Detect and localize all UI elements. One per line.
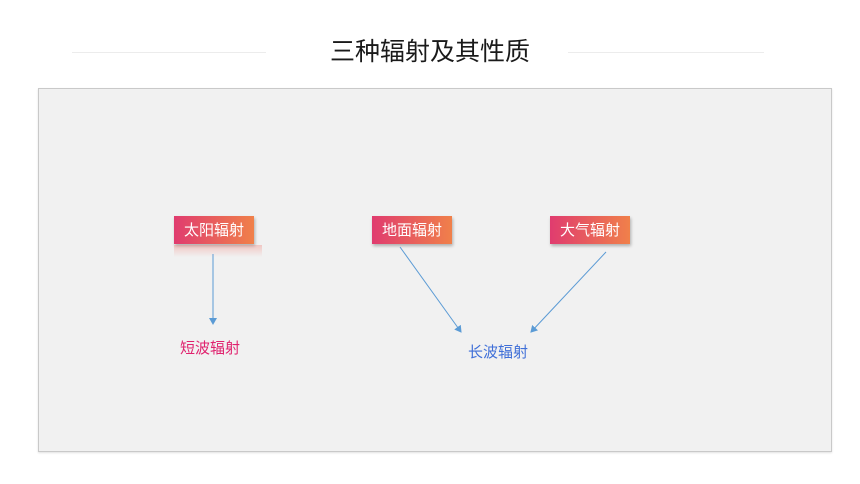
label-long-wave: 长波辐射 [468, 343, 529, 361]
node-solar-reflection [174, 245, 262, 257]
node-atmospheric-radiation: 大气辐射 [550, 216, 631, 244]
title-divider-left [72, 52, 266, 53]
arrow-ground-to-long-wave [399, 246, 462, 333]
diagram-panel [38, 88, 832, 452]
label-short-wave: 短波辐射 [180, 339, 241, 357]
node-solar-radiation: 太阳辐射 [174, 216, 255, 244]
arrow-atmosphere-to-long-wave [530, 251, 607, 333]
node-ground-radiation: 地面辐射 [372, 216, 453, 244]
page-title: 三种辐射及其性质 [329, 37, 530, 66]
title-divider-right [568, 52, 764, 53]
